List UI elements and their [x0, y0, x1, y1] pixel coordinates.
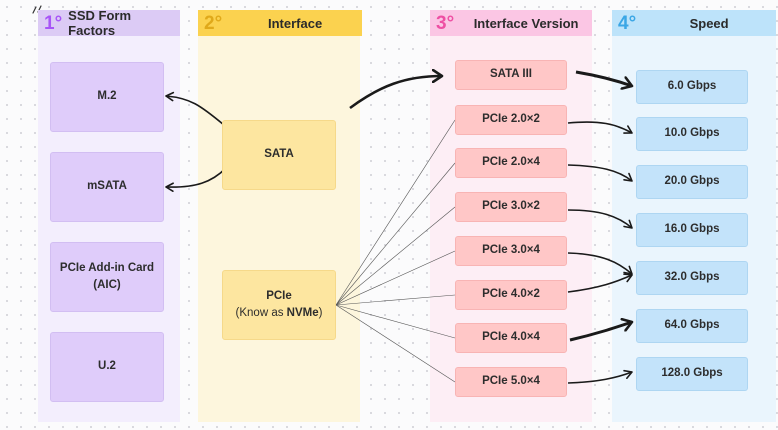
column-number: 2° — [204, 12, 223, 34]
arrow-icon — [335, 162, 456, 306]
speed-64-0-gbps: 64.0 Gbps — [636, 309, 748, 343]
version-pcie-4-0x2: PCIe 4.0×2 — [455, 280, 567, 310]
interface-pcie: PCIe (Know as NVMe) — [222, 270, 336, 340]
arrow-icon — [567, 121, 633, 134]
version-label: PCIe 2.0×4 — [482, 156, 540, 169]
form-factor-label: U.2 — [98, 360, 116, 373]
version-label: PCIe 5.0×4 — [482, 375, 540, 388]
column-title: Interface — [267, 15, 323, 31]
form-factor-label: mSATA — [87, 180, 127, 193]
speed-32-0-gbps: 32.0 Gbps — [636, 261, 748, 295]
arrow-icon — [567, 164, 633, 182]
version-pcie-2-0x4: PCIe 2.0×4 — [455, 148, 567, 178]
version-label: PCIe 3.0×2 — [482, 200, 540, 213]
form-factor-m2: M.2 — [50, 62, 164, 132]
arrow-icon — [567, 369, 633, 384]
arrow-icon — [165, 91, 225, 126]
arrow-icon — [335, 294, 456, 306]
interface-version-column — [430, 36, 592, 422]
speed-label: 20.0 Gbps — [664, 175, 720, 188]
column-header-interface-version: 3° Interface Version — [430, 10, 592, 36]
arrow-icon — [567, 252, 633, 275]
speed-label: 32.0 Gbps — [664, 271, 720, 284]
version-pcie-3-0x2: PCIe 3.0×2 — [455, 192, 567, 222]
version-pcie-3-0x4: PCIe 3.0×4 — [455, 236, 567, 266]
version-pcie-4-0x4: PCIe 4.0×4 — [455, 323, 567, 353]
version-label: PCIe 2.0×2 — [482, 113, 540, 126]
speed-label: 16.0 Gbps — [664, 223, 720, 236]
interface-label: PCIe (Know as NVMe) — [235, 289, 323, 319]
column-header-form-factors: 1° SSD Form Factors — [38, 8, 180, 38]
column-number: 3° — [436, 12, 455, 34]
version-label: PCIe 4.0×4 — [482, 331, 540, 344]
arrow-icon — [567, 209, 633, 229]
speed-label: 6.0 Gbps — [667, 80, 717, 93]
version-pcie-2-0x2: PCIe 2.0×2 — [455, 105, 567, 135]
speed-label: 128.0 Gbps — [661, 367, 723, 380]
version-label: PCIe 3.0×4 — [482, 244, 540, 257]
speed-label: 10.0 Gbps — [664, 127, 720, 140]
arrow-icon — [575, 70, 632, 86]
column-number: 4° — [618, 12, 637, 34]
speed-20-0-gbps: 20.0 Gbps — [636, 165, 748, 199]
arrow-icon — [349, 76, 442, 110]
version-label: PCIe 4.0×2 — [482, 288, 540, 301]
column-title: SSD Form Factors — [68, 8, 132, 38]
arrow-icon — [335, 206, 456, 306]
interface-label: SATA — [264, 148, 294, 161]
column-header-speed: 4° Speed — [612, 10, 776, 36]
form-factor-pcie-aic: PCIe Add-in Card (AIC) — [50, 242, 164, 312]
form-factor-msata: mSATA — [50, 152, 164, 222]
form-factor-label: M.2 — [97, 90, 117, 103]
column-title: Interface Version — [473, 15, 579, 31]
column-number: 1° — [44, 12, 63, 34]
arrow-icon — [335, 304, 456, 383]
pcie-fanout-lines — [335, 119, 456, 383]
arrow-icon — [567, 273, 633, 293]
version-label: SATA III — [490, 68, 532, 81]
version-sata-iii: SATA III — [455, 60, 567, 90]
speed-10-0-gbps: 10.0 Gbps — [636, 117, 748, 151]
speed-6-0-gbps: 6.0 Gbps — [636, 70, 748, 104]
form-factor-label: PCIe Add-in Card (AIC) — [59, 261, 155, 291]
interface-sata: SATA — [222, 120, 336, 190]
form-factor-u2: U.2 — [50, 332, 164, 402]
arrow-icon — [569, 322, 632, 342]
arrow-icon — [335, 304, 456, 339]
version-pcie-5-0x4: PCIe 5.0×4 — [455, 367, 567, 397]
arrow-icon — [335, 119, 456, 306]
speed-16-0-gbps: 16.0 Gbps — [636, 213, 748, 247]
speed-128-0-gbps: 128.0 Gbps — [636, 357, 748, 391]
column-title: Speed — [689, 15, 729, 31]
arrow-icon — [335, 250, 456, 306]
interface-column — [198, 36, 360, 422]
column-header-interface: 2° Interface — [198, 10, 362, 36]
arrow-icon — [165, 167, 227, 193]
speed-label: 64.0 Gbps — [664, 319, 720, 332]
